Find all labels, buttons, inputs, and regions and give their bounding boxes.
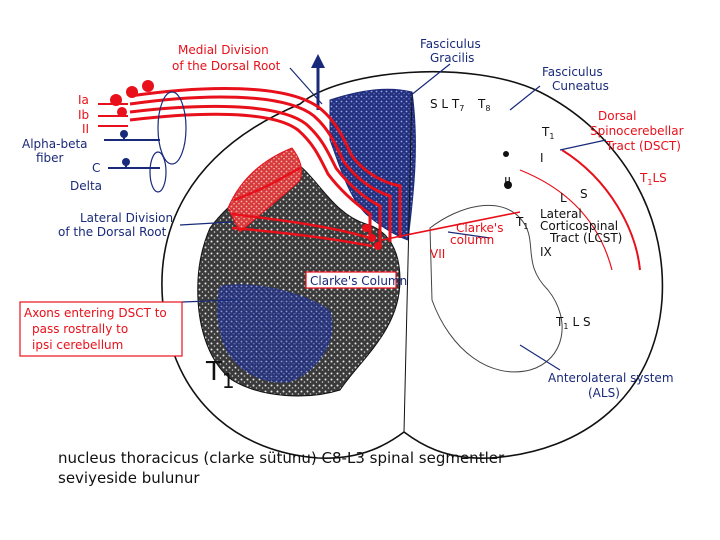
axons-label-3: ipsi cerebellum — [32, 338, 123, 352]
fasciculus-gracilis-label-2: Gracilis — [430, 51, 474, 65]
dorsal-root-neurons — [98, 80, 186, 192]
s-l-t7-label: S L T7 — [430, 97, 464, 113]
fasciculus-cuneatus-label-2: Cuneatus — [552, 79, 609, 93]
ix-label: IX — [540, 245, 552, 259]
medial-division-label-2: of the Dorsal Root — [172, 59, 281, 73]
c-label: C — [92, 161, 100, 175]
clarke-cell-2 — [374, 242, 382, 250]
axons-label-2: pass rostrally to — [32, 322, 128, 336]
alpha-beta-label-1: Alpha-beta — [22, 137, 88, 151]
ib-label: Ib — [78, 108, 89, 122]
ii-label: II — [82, 122, 89, 136]
s-label: S — [580, 187, 588, 201]
alpha-beta-label-2: fiber — [36, 151, 64, 165]
clarkes-column-box-label: Clarke's Column — [310, 274, 407, 288]
delta-label: Delta — [70, 179, 102, 193]
axons-label-1: Axons entering DSCT to — [24, 306, 167, 320]
dsct-label-3: Tract (DSCT) — [605, 139, 681, 153]
ia-label: Ia — [78, 93, 89, 107]
lcst-label-3: Tract (LCST) — [549, 231, 622, 245]
caption-line-2: seviyeside bulunur — [58, 468, 658, 488]
anterolateral-label: Anterolateral system — [548, 371, 674, 385]
lateral-division-label-2: of the Dorsal Root — [58, 225, 167, 239]
clarke-cell-1 — [368, 234, 376, 242]
clarkes-column-small-2: column — [450, 233, 494, 247]
roman-i-label: I — [540, 151, 544, 165]
clarke-cell-3 — [362, 224, 370, 232]
caption-line-1: nucleus thoracicus (clarke sütunu) C8-L3… — [58, 448, 658, 468]
dsct-label-1: Dorsal — [598, 109, 636, 123]
als-label: (ALS) — [588, 386, 620, 400]
medial-division-label-1: Medial Division — [178, 43, 269, 57]
lateral-division-label-1: Lateral Division — [80, 211, 173, 225]
l-label: L — [560, 191, 567, 205]
fasciculus-gracilis-label-1: Fasciculus — [420, 37, 481, 51]
roman-ii-label: II — [504, 175, 511, 189]
vii-label: VII — [430, 247, 445, 261]
caption: nucleus thoracicus (clarke sütunu) C8-L3… — [58, 448, 658, 488]
t1ls-label: T1LS — [639, 171, 667, 187]
dsct-label-2: Spinocerebellar — [590, 124, 684, 138]
fasciculus-cuneatus-label-1: Fasciculus — [542, 65, 603, 79]
ascending-arrow-head — [311, 54, 325, 68]
